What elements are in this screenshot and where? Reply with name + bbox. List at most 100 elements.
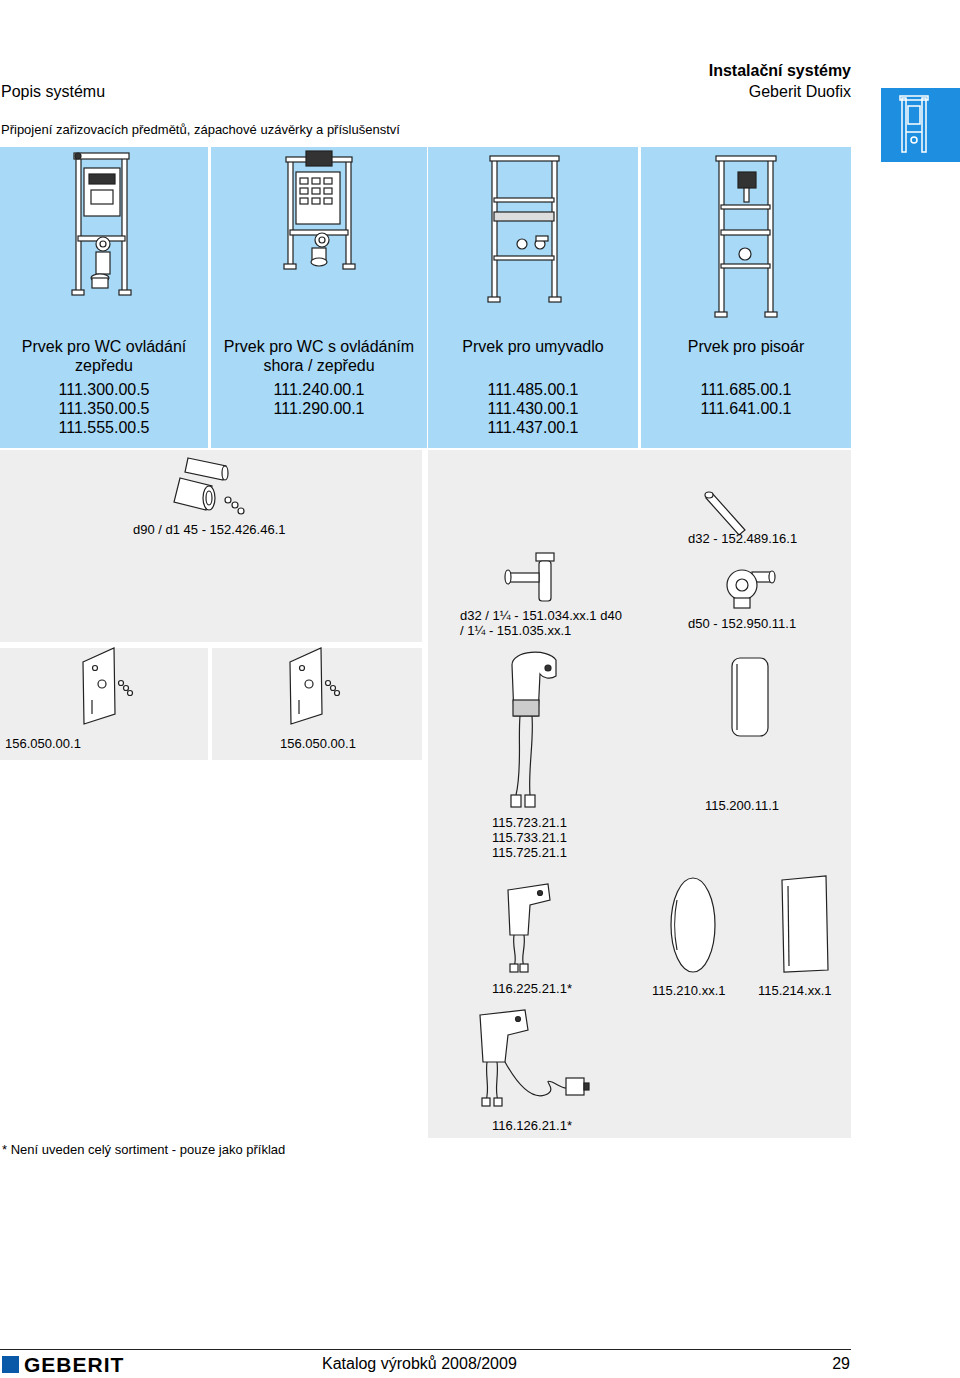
wc-frame-top-part xyxy=(312,198,320,204)
urinal-frame-part xyxy=(715,312,727,317)
sensor-faucet-adapter-part xyxy=(480,1010,528,1062)
sensor-faucet-adapter xyxy=(480,1010,589,1106)
sealing-plate-part xyxy=(305,680,313,688)
wc-frame-top-part xyxy=(300,188,308,194)
side-tab xyxy=(881,88,960,162)
sensor-faucet-part xyxy=(511,795,521,807)
oval-cover-plate-part xyxy=(671,878,715,972)
wc-frame-top-part xyxy=(311,258,327,266)
wc-frame-front-part xyxy=(96,237,110,251)
washbasin-frame-part xyxy=(492,160,497,300)
washbasin-frame-part xyxy=(494,212,554,221)
wc-frame-front-part xyxy=(119,290,131,295)
subheading: Připojení zařizovacích předmětů, zápacho… xyxy=(1,122,400,138)
wc-frame-top-part xyxy=(324,198,332,204)
footer-rule xyxy=(0,1350,851,1374)
urinal-frame-part xyxy=(719,160,724,315)
washbasin-siphon-part xyxy=(508,573,539,582)
sensor-faucet xyxy=(511,652,556,807)
washbasin-frame-part xyxy=(536,236,548,241)
urinal-siphon-part xyxy=(727,570,757,600)
column-heading: Prvek pro umyvadlo xyxy=(433,337,633,356)
product-line: Geberit Duofix xyxy=(749,82,851,101)
urinal-frame-part xyxy=(744,188,749,202)
wc-frame-front-part xyxy=(100,241,106,247)
article-number: 115.723.21.1 115.733.21.1 115.725.21.1 xyxy=(492,815,592,860)
sensor-faucet-part xyxy=(545,665,551,671)
sealing-plate-part xyxy=(326,681,331,686)
sensor-faucet-part xyxy=(514,935,516,966)
sealing-plate-part xyxy=(128,691,133,696)
wc-frame-front-part xyxy=(84,168,120,216)
washbasin-frame-part xyxy=(488,297,500,302)
wc-connection-pipe-part xyxy=(238,508,244,514)
washbasin-frame-part xyxy=(552,160,557,300)
wc-frame-front-part xyxy=(96,252,110,274)
urinal-frame-part xyxy=(716,156,776,161)
cover-plate xyxy=(732,658,768,736)
sealing-plate-part xyxy=(119,681,124,686)
side-tab-part xyxy=(881,88,960,162)
sealing-plate-part xyxy=(300,666,305,671)
shape-part xyxy=(908,106,920,124)
urinal-pipe xyxy=(705,492,745,535)
wc-frame-front-part xyxy=(92,278,108,288)
wc-frame-top-part xyxy=(324,178,332,184)
article-number: 156.050.00.1 xyxy=(5,736,81,751)
washbasin-frame-part xyxy=(517,239,527,249)
urinal-frame-part xyxy=(768,160,773,315)
sensor-faucet-adapter-part xyxy=(505,1062,566,1096)
rect-cover-plate-part xyxy=(788,886,789,966)
sealing-plate-part xyxy=(298,700,299,714)
wc-connection-pipe-part xyxy=(222,466,228,480)
wc-frame-top-part xyxy=(346,160,351,265)
article-numbers: 111.300.00.5 111.350.00.5 111.555.00.5 xyxy=(49,380,159,437)
urinal-frame-part xyxy=(721,264,770,268)
section-title: Instalační systémy xyxy=(709,61,851,80)
footnote: * Není uveden celý sortiment - pouze jak… xyxy=(2,1142,285,1158)
sealing-plate-part xyxy=(91,700,92,714)
page-heading: Popis systému xyxy=(1,82,105,101)
sensor-faucet-adapter-part xyxy=(516,1017,521,1022)
washbasin-frame-part xyxy=(494,256,554,260)
washbasin-siphon xyxy=(505,553,554,601)
article-number: 116.225.21.1* xyxy=(492,981,572,996)
sensor-faucet-part xyxy=(525,795,535,807)
sensor-faucet-adapter-part xyxy=(566,1078,584,1095)
wc-frame-top-part xyxy=(315,233,329,247)
wc-frame-front-part xyxy=(72,290,84,295)
sealing-plate-part xyxy=(124,686,129,691)
cover-plate-part xyxy=(736,664,737,730)
article-numbers: 111.685.00.1 111.641.00.1 xyxy=(691,380,801,418)
frame-column-header: Prvek pro umyvadlo111.485.00.1 111.430.0… xyxy=(428,147,638,448)
sealing-plate-part xyxy=(83,648,115,724)
sensor-faucet-part xyxy=(510,964,518,972)
article-number: d50 - 152.950.11.1 xyxy=(688,616,796,631)
wc-frame-top-part xyxy=(300,198,308,204)
sealing-plate xyxy=(290,648,340,724)
oval-cover-plate xyxy=(671,878,715,972)
sensor-faucet-part xyxy=(530,716,533,795)
wc-connection-pipe-part xyxy=(206,491,212,505)
sensor-faucet-adapter-part xyxy=(494,1098,502,1106)
urinal-frame-part xyxy=(721,205,770,209)
wc-frame-top-part xyxy=(343,264,355,269)
wc-frame-front-part xyxy=(122,158,127,293)
page-number: 29 xyxy=(832,1354,850,1373)
column-heading: Prvek pro WC s ovládáním shora / zepředu xyxy=(213,337,425,375)
urinal-frame xyxy=(715,156,777,317)
sensor-faucet-part xyxy=(516,716,520,795)
washbasin-frame-part xyxy=(490,156,559,161)
sealing-plate-part xyxy=(98,680,106,688)
wc-frame-front-part xyxy=(75,153,81,159)
sensor-faucet-part xyxy=(513,700,539,716)
article-number: d32 / 1¼ - 151.034.xx.1 d40 / 1¼ - 151.0… xyxy=(460,608,625,638)
catalog-name: Katalog výrobků 2008/2009 xyxy=(322,1354,517,1373)
wc-frame-top-part xyxy=(306,151,332,166)
article-number: 156.050.00.1 xyxy=(280,736,356,751)
shape-part xyxy=(922,98,926,152)
footer-rule-part xyxy=(2,1356,19,1373)
article-numbers: 111.240.00.1 111.290.00.1 xyxy=(264,380,374,418)
washbasin-frame-part xyxy=(494,198,554,202)
